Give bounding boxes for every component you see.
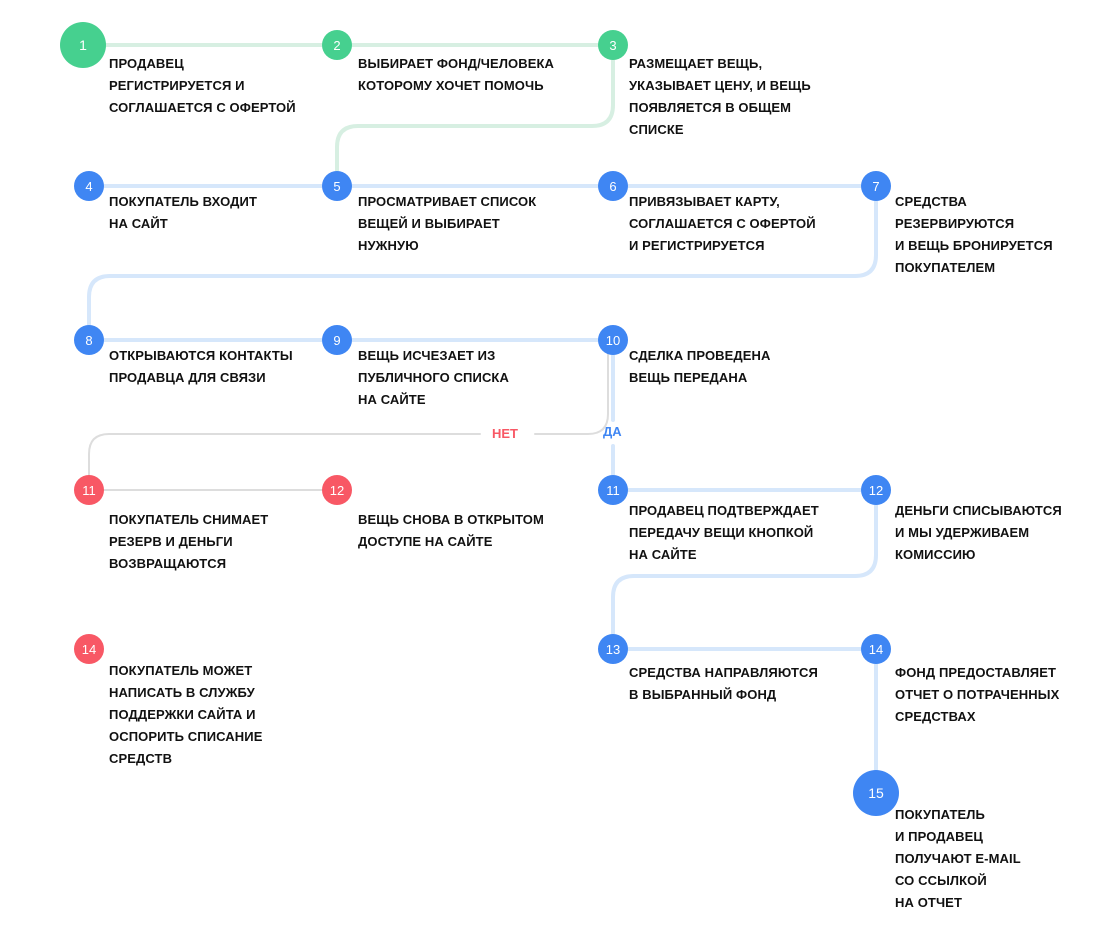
step-8-label: ОТКРЫВАЮТСЯ КОНТАКТЫ ПРОДАВЦА ДЛЯ СВЯЗИ: [109, 348, 293, 385]
step-13-label: СРЕДСТВА НАПРАВЛЯЮТСЯ В ВЫБРАННЫЙ ФОНД: [629, 665, 818, 702]
step-9-label: ВЕЩЬ ИСЧЕЗАЕТ ИЗ ПУБЛИЧНОГО СПИСКА НА СА…: [358, 348, 509, 407]
step-3-badge: 3: [598, 30, 628, 60]
step-14-yes-label: ФОНД ПРЕДОСТАВЛЯЕТ ОТЧЕТ О ПОТРАЧЕННЫХ С…: [895, 665, 1060, 724]
step-12-no-badge: 12: [322, 475, 352, 505]
step-12-no-label: ВЕЩЬ СНОВА В ОТКРЫТОМ ДОСТУПЕ НА САЙТЕ: [358, 512, 544, 549]
step-1-badge: 1: [60, 22, 106, 68]
step-12-yes-label: ДЕНЬГИ СПИСЫВАЮТСЯ И МЫ УДЕРЖИВАЕМ КОМИС…: [895, 503, 1062, 562]
connector-7-8: [87, 184, 878, 342]
step-10-label: СДЕЛКА ПРОВЕДЕНА ВЕЩЬ ПЕРЕДАНА: [629, 348, 771, 385]
step-1-label: ПРОДАВЕЦ РЕГИСТРИРУЕТСЯ И СОГЛАШАЕТСЯ С …: [109, 56, 296, 115]
step-12-yes-badge: 12: [861, 475, 891, 505]
connector-3-5: [335, 43, 615, 188]
step-15-label: ПОКУПАТЕЛЬ И ПРОДАВЕЦ ПОЛУЧАЮТ E-MAIL СО…: [895, 807, 1021, 910]
step-6-badge: 6: [598, 171, 628, 201]
step-9-badge: 9: [322, 325, 352, 355]
step-11-no-badge: 11: [74, 475, 104, 505]
step-14-no-badge: 14: [74, 634, 104, 664]
step-14-no-label: ПОКУПАТЕЛЬ МОЖЕТ НАПИСАТЬ В СЛУЖБУ ПОДДЕ…: [109, 663, 263, 766]
step-13-badge: 13: [598, 634, 628, 664]
step-8-badge: 8: [74, 325, 104, 355]
step-15-badge: 15: [853, 770, 899, 816]
step-5-badge: 5: [322, 171, 352, 201]
step-3-label: РАЗМЕЩАЕТ ВЕЩЬ, УКАЗЫВАЕТ ЦЕНУ, И ВЕЩЬ П…: [629, 56, 811, 137]
branch-no-label: НЕТ: [492, 426, 518, 441]
step-11-yes-label: ПРОДАВЕЦ ПОДТВЕРЖДАЕТ ПЕРЕДАЧУ ВЕЩИ КНОП…: [629, 503, 819, 562]
step-6-label: ПРИВЯЗЫВАЕТ КАРТУ, СОГЛАШАЕТСЯ С ОФЕРТОЙ…: [629, 194, 816, 253]
step-11-yes-badge: 11: [598, 475, 628, 505]
step-5-label: ПРОСМАТРИВАЕТ СПИСОК ВЕЩЕЙ И ВЫБИРАЕТ НУ…: [358, 194, 537, 253]
step-4-label: ПОКУПАТЕЛЬ ВХОДИТ НА САЙТ: [109, 194, 257, 231]
step-4-badge: 4: [74, 171, 104, 201]
step-2-badge: 2: [322, 30, 352, 60]
branch-yes-label: ДА: [603, 424, 622, 439]
connector-10-no: [534, 347, 609, 435]
step-2-label: ВЫБИРАЕТ ФОНД/ЧЕЛОВЕКА КОТОРОМУ ХОЧЕТ ПО…: [358, 56, 555, 93]
connector-12-13: [611, 488, 878, 651]
step-7-badge: 7: [861, 171, 891, 201]
step-10-badge: 10: [598, 325, 628, 355]
step-7-label: СРЕДСТВА РЕЗЕРВИРУЮТСЯ И ВЕЩЬ БРОНИРУЕТС…: [895, 194, 1053, 275]
step-14-yes-badge: 14: [861, 634, 891, 664]
step-11-no-label: ПОКУПАТЕЛЬ СНИМАЕТ РЕЗЕРВ И ДЕНЬГИ ВОЗВР…: [109, 512, 269, 571]
connector-no-11: [88, 433, 481, 491]
